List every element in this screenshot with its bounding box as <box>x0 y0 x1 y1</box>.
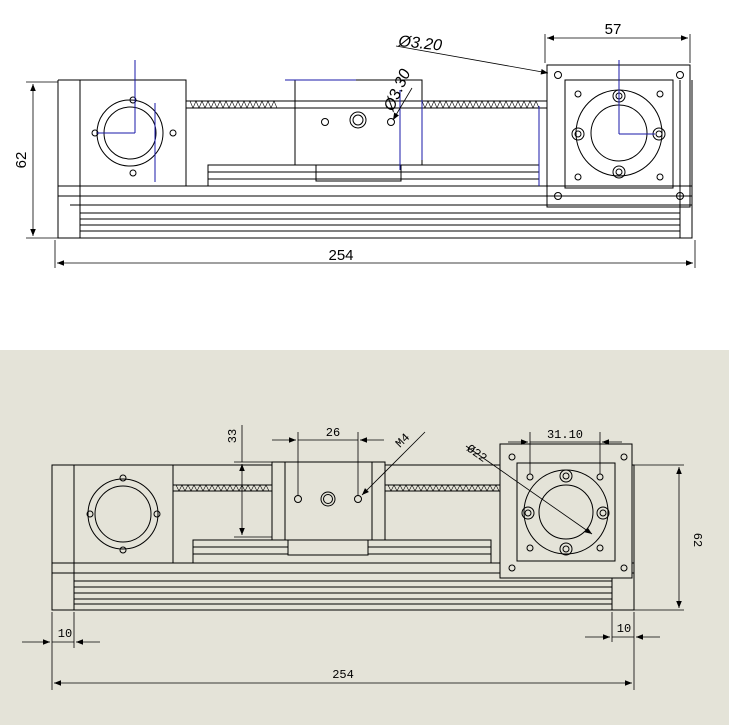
bottom-leadscrew <box>173 484 500 492</box>
bottom-bolt-spacing-label: 31.10 <box>547 428 583 442</box>
bottom-dimensions <box>22 425 684 690</box>
bottom-end-left-label: 10 <box>58 627 72 641</box>
bottom-carriage <box>192 461 492 564</box>
bottom-hole-spacing-label: 26 <box>326 426 340 440</box>
top-left-block <box>79 60 187 187</box>
top-carriage <box>207 79 540 187</box>
top-dimensions <box>26 34 696 268</box>
top-hole-b-label: Ø3.30 <box>381 67 415 115</box>
bottom-height-label: 62 <box>690 533 704 547</box>
bottom-drawing <box>22 425 684 690</box>
top-length-label: 254 <box>328 247 353 264</box>
top-hole-a-label: Ø3.20 <box>397 33 443 55</box>
top-height-label: 62 <box>13 152 30 169</box>
top-leadscrew <box>186 100 547 109</box>
bottom-end-right-label: 10 <box>617 622 631 636</box>
bottom-length-label: 254 <box>332 668 354 682</box>
bottom-right-plate <box>499 443 633 579</box>
top-drawing <box>26 34 696 268</box>
top-plate-width-label: 57 <box>605 21 622 38</box>
bottom-left-block <box>73 464 174 564</box>
top-rail <box>57 79 693 239</box>
top-right-plate <box>546 60 691 208</box>
bottom-carriage-height-label: 33 <box>226 429 240 443</box>
